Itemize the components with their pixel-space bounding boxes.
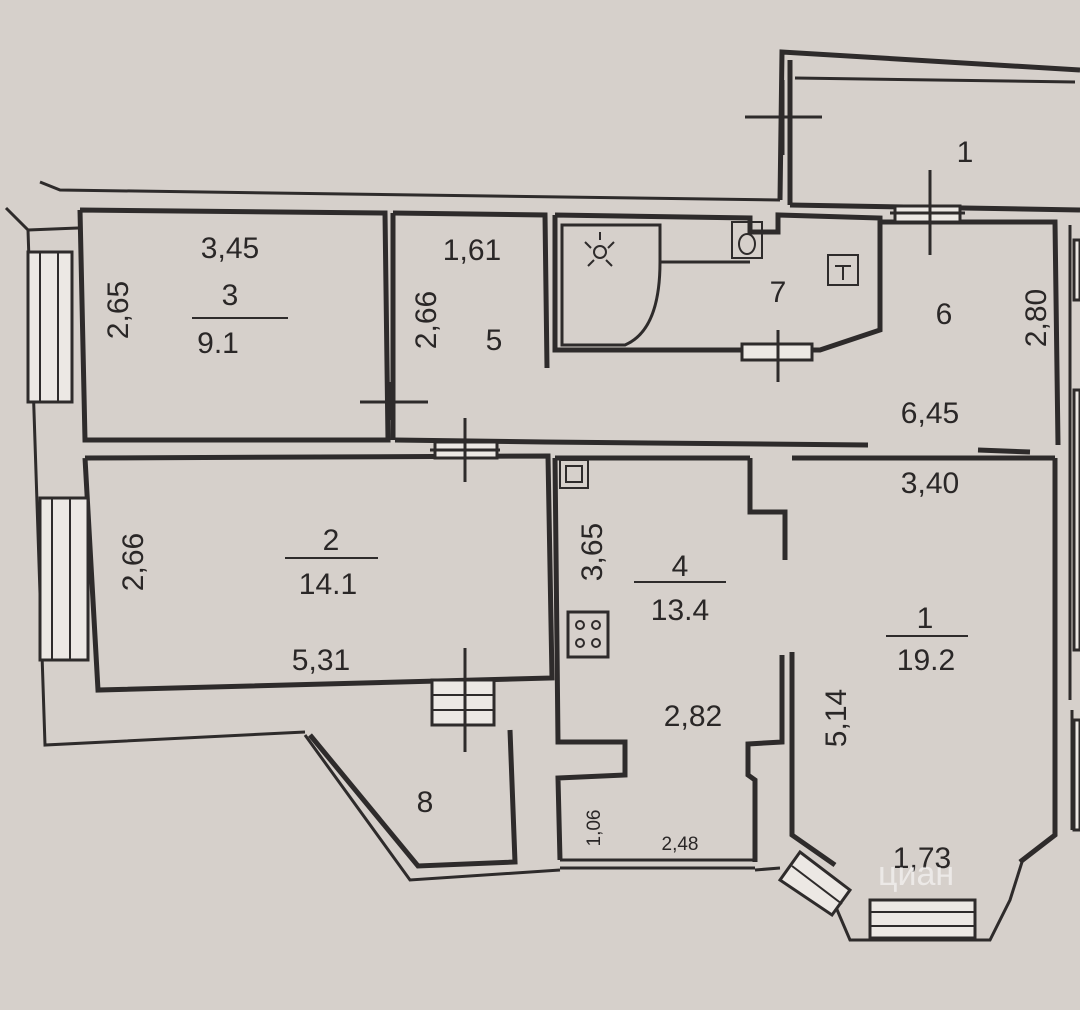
window-room3 bbox=[26, 250, 74, 404]
fixtures bbox=[559, 221, 859, 659]
room8-number: 8 bbox=[417, 786, 434, 819]
windows bbox=[26, 204, 1080, 940]
window-room2 bbox=[38, 496, 90, 662]
room7-number: 7 bbox=[770, 276, 787, 309]
room5-number: 5 bbox=[486, 324, 503, 357]
room1-area: 19.2 bbox=[897, 644, 955, 677]
dim-room2-width: 5,31 bbox=[292, 644, 350, 677]
stove-icon bbox=[566, 610, 610, 659]
dim-niche-height: 1,06 bbox=[584, 810, 605, 847]
room4-number: 4 bbox=[672, 550, 689, 583]
dim-room6-height: 2,80 bbox=[1020, 289, 1053, 347]
dim-niche-width: 2,48 bbox=[662, 834, 699, 855]
room4-area: 13.4 bbox=[651, 594, 709, 627]
dim-room6-width: 6,45 bbox=[901, 397, 959, 430]
dim-room4-width: 2,82 bbox=[664, 700, 722, 733]
dim-room1-bay: 1,73 bbox=[893, 842, 951, 875]
kitchen-sink-icon bbox=[559, 459, 589, 489]
room3-number: 3 bbox=[222, 279, 239, 312]
room2-area: 14.1 bbox=[299, 568, 357, 601]
dim-room3-height: 2,65 bbox=[102, 281, 135, 339]
room-labels: 3 9.1 5 7 6 1 2 14.1 4 13.4 1 19.2 8 bbox=[192, 136, 973, 819]
window-room1-bay bbox=[868, 898, 977, 940]
sink-icon bbox=[827, 254, 859, 286]
dim-room4-height: 3,65 bbox=[576, 523, 609, 581]
door-markers bbox=[360, 80, 965, 752]
toilet-icon bbox=[731, 221, 763, 259]
dim-room3-width: 3,45 bbox=[201, 232, 259, 265]
dimension-labels: 3,45 2,65 1,61 2,66 2,80 6,45 3,40 5,14 … bbox=[102, 232, 1053, 875]
dim-room5-width: 1,61 bbox=[443, 234, 501, 267]
room6-number: 6 bbox=[936, 298, 953, 331]
walls bbox=[4, 49, 1080, 942]
dim-room2-height: 2,66 bbox=[117, 533, 150, 591]
room2-number: 2 bbox=[323, 524, 340, 557]
balcony-door bbox=[430, 678, 496, 727]
shower-icon bbox=[560, 223, 662, 347]
room1a-number: 1 bbox=[957, 136, 974, 169]
room1-number: 1 bbox=[917, 602, 934, 635]
dim-room5-height: 2,66 bbox=[410, 291, 443, 349]
dim-room1-width: 3,40 bbox=[901, 467, 959, 500]
room3-area: 9.1 bbox=[197, 327, 239, 360]
dim-room1-height: 5,14 bbox=[820, 689, 853, 747]
watermark: циан bbox=[878, 855, 954, 893]
